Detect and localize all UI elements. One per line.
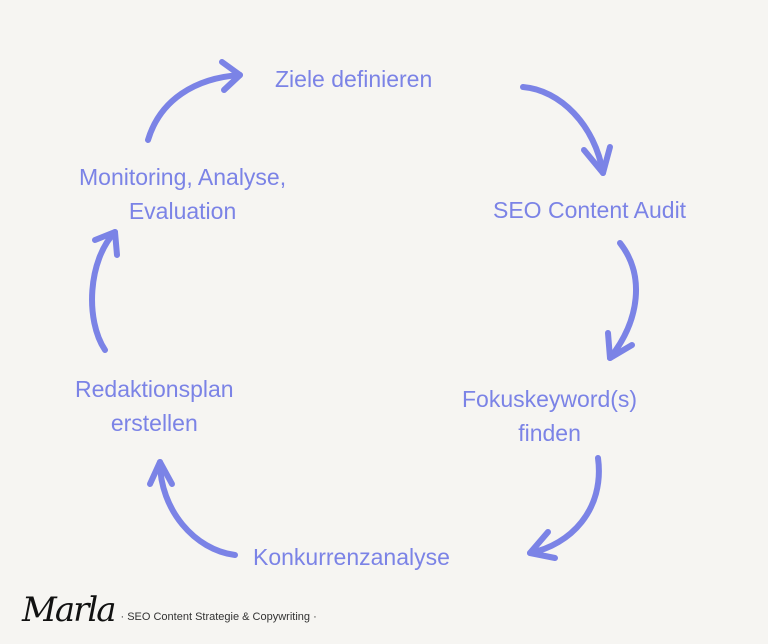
step-seo-content-audit: SEO Content Audit [493,193,686,227]
step-label-line2: erstellen [110,410,198,436]
step-label-line2: Evaluation [128,198,237,224]
step-ziele-definieren: Ziele definieren [275,62,432,96]
arrow-5-to-6 [89,229,120,353]
step-label-line2: finden [518,420,581,446]
step-redaktionsplan: Redaktionsplan erstellen [75,372,234,440]
step-label: Ziele definieren [275,66,433,92]
step-monitoring: Monitoring, Analyse, Evaluation [79,160,286,228]
arrow-6-to-1 [145,59,243,143]
step-label: Konkurrenzanalyse [253,544,450,570]
step-fokuskeyword: Fokuskeyword(s) finden [462,382,637,450]
footer: Marla · SEO Content Strategie & Copywrit… [22,590,317,630]
step-label: Monitoring, Analyse, [79,164,287,190]
step-konkurrenzanalyse: Konkurrenzanalyse [253,540,450,574]
arrow-1-to-2 [520,84,613,176]
step-label: Redaktionsplan [75,376,234,402]
step-label: Fokuskeyword(s) [462,386,638,412]
arrow-2-to-3 [605,240,639,361]
arrow-4-to-5 [147,459,238,558]
arrow-3-to-4 [527,455,602,561]
brand-signature-logo: Marla [22,590,116,630]
tagline: · SEO Content Strategie & Copywriting · [120,611,317,623]
step-label: SEO Content Audit [493,197,687,223]
